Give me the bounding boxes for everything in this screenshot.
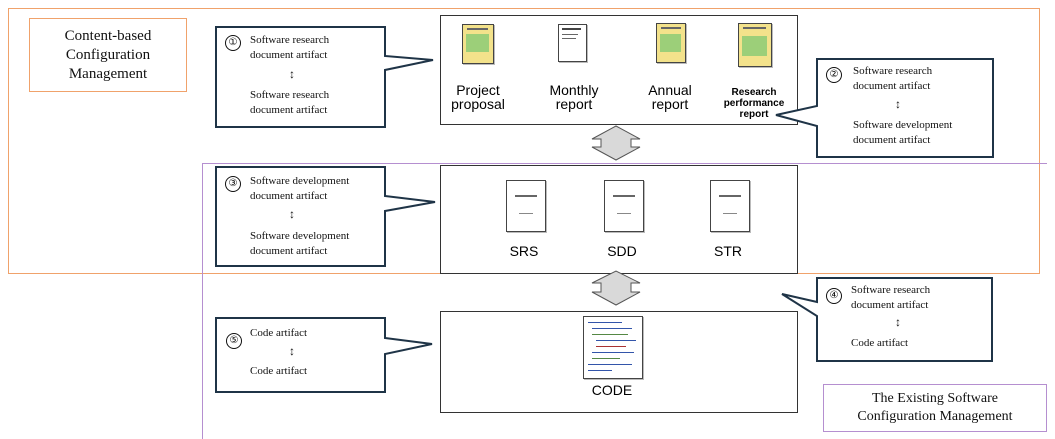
sdd-label: SDD <box>607 243 637 259</box>
double-arrow-top <box>591 125 641 161</box>
callout-4-arrow-icon: ↕ <box>895 315 901 329</box>
callout-1-arrow-icon: ↕ <box>289 67 295 81</box>
callout-1-to: Software research document artifact <box>250 89 330 116</box>
callout-1-number: ① <box>225 35 241 51</box>
callout-2-to: Software development document artifact <box>853 119 953 146</box>
callout-2-number: ② <box>826 67 842 83</box>
research-performance-report-label: Research performance report <box>723 87 785 120</box>
annual-report-thumbnail <box>656 23 686 63</box>
callout-4-number: ④ <box>826 288 842 304</box>
double-arrow-bottom <box>591 270 641 306</box>
callout-2-arrow-icon: ↕ <box>895 97 901 111</box>
code-label: CODE <box>591 382 633 398</box>
existing-scm-label-text: The Existing Software Configuration Mana… <box>857 391 1013 424</box>
callout-1-from: Software research document artifact <box>250 34 330 61</box>
existing-scm-label: The Existing Software Configuration Mana… <box>823 384 1047 432</box>
callout-3-from: Software development document artifact <box>250 175 350 202</box>
callout-3-to: Software development document artifact <box>250 230 350 257</box>
research-performance-report-thumbnail <box>738 23 772 67</box>
project-proposal-thumbnail <box>462 24 494 64</box>
callout-5-arrow-icon: ↕ <box>289 344 295 358</box>
callout-5-shape <box>215 317 433 393</box>
project-proposal-label: Project proposal <box>451 82 505 112</box>
content-based-label: Content-based Configuration Management <box>29 18 187 92</box>
callout-1-shape <box>215 26 434 128</box>
annual-report-label: Annual report <box>648 82 692 112</box>
code-thumbnail <box>583 316 643 379</box>
sdd-thumbnail <box>604 180 644 232</box>
srs-label: SRS <box>509 243 539 259</box>
callout-3-number: ③ <box>225 176 241 192</box>
callout-2-shape <box>775 58 994 158</box>
callout-3-shape <box>215 166 436 267</box>
str-label: STR <box>714 243 742 259</box>
callout-2-from: Software research document artifact <box>853 65 933 92</box>
str-thumbnail <box>710 180 750 232</box>
callout-4-to: Code artifact <box>851 337 909 349</box>
callout-5-number: ⑤ <box>226 333 242 349</box>
content-based-label-text: Content-based Configuration Management <box>64 27 152 82</box>
callout-3-arrow-icon: ↕ <box>289 207 295 221</box>
callout-5-from: Code artifact <box>250 327 308 339</box>
monthly-report-label: Monthly report <box>549 82 599 112</box>
callout-5-to: Code artifact <box>250 365 308 377</box>
monthly-report-thumbnail <box>558 24 587 62</box>
callout-4-from: Software research document artifact <box>851 284 931 311</box>
existing-scm-region <box>202 163 1047 439</box>
srs-thumbnail <box>506 180 546 232</box>
